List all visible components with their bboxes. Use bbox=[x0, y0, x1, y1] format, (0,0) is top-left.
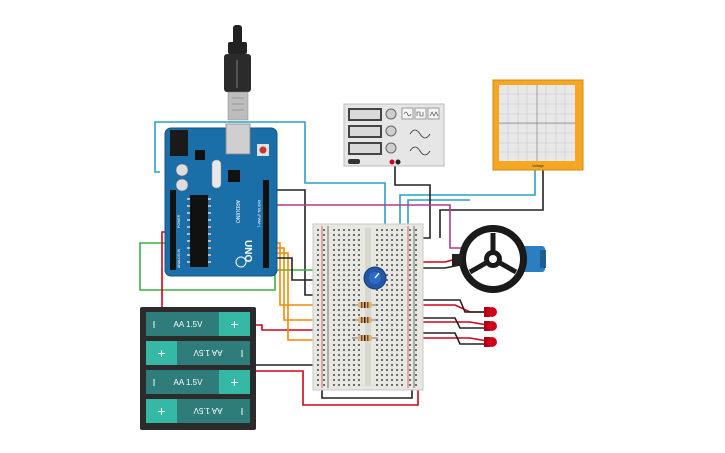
wire-black-led3[interactable] bbox=[400, 332, 487, 345]
wire-black-4[interactable] bbox=[272, 257, 318, 281]
battery-cell-3[interactable]: + I AA 1.5V bbox=[146, 370, 250, 394]
arduino-brand-text: ARDUINO bbox=[234, 200, 240, 223]
battery-plus-symbol: + bbox=[230, 374, 238, 390]
usb-cable[interactable] bbox=[224, 25, 251, 121]
battery-cell-2[interactable]: + I AA 1.5V bbox=[146, 341, 250, 365]
oscilloscope[interactable]: Voltage bbox=[492, 79, 584, 171]
battery-plus-symbol: + bbox=[157, 403, 165, 419]
potentiometer[interactable] bbox=[363, 266, 387, 290]
fg-wave-display-2 bbox=[409, 146, 431, 156]
resistors bbox=[352, 302, 378, 341]
battery-minus-symbol: I bbox=[241, 407, 244, 418]
arduino-infinity-logo bbox=[235, 256, 247, 268]
wire-black-led2[interactable] bbox=[400, 317, 487, 329]
battery-minus-symbol: I bbox=[153, 378, 156, 389]
wire-black-scope[interactable] bbox=[439, 170, 544, 238]
battery-plus-symbol: + bbox=[157, 345, 165, 361]
wire-purple[interactable] bbox=[272, 204, 470, 249]
battery-pack[interactable]: + I AA 1.5V + I AA 1.5V + I AA 1.5V + I AA 1.5V bbox=[140, 307, 256, 430]
fg-terminal-negative[interactable] bbox=[389, 159, 395, 165]
resistor-3[interactable] bbox=[352, 335, 378, 341]
battery-plus-symbol: + bbox=[230, 316, 238, 332]
breadboard-holes bbox=[317, 229, 417, 386]
wire-red-battery[interactable] bbox=[255, 370, 419, 406]
arduino-uno-board[interactable]: UNO ARDUINO POWER ANALOG IN DIGITAL (PWM… bbox=[164, 123, 278, 277]
fg-terminal-positive[interactable] bbox=[395, 159, 401, 165]
fg-knob-2[interactable] bbox=[385, 125, 397, 137]
square-wave-button[interactable] bbox=[414, 107, 427, 120]
arduino-digital-label: DIGITAL (PWM~) bbox=[257, 200, 261, 227]
led-3[interactable] bbox=[484, 337, 497, 347]
wire-black-fg[interactable] bbox=[394, 163, 431, 239]
battery-minus-symbol: I bbox=[241, 349, 244, 360]
battery-cell-label: AA 1.5V bbox=[174, 378, 204, 387]
battery-cell-label: AA 1.5V bbox=[174, 320, 204, 329]
oscilloscope-label: Voltage bbox=[532, 164, 544, 168]
arduino-analog-label: ANALOG IN bbox=[177, 248, 181, 268]
battery-cell-1[interactable]: + I AA 1.5V bbox=[146, 312, 250, 336]
servo-motor[interactable] bbox=[452, 225, 546, 293]
wire-blue-scope-2[interactable] bbox=[407, 199, 470, 232]
battery-cell-4[interactable]: + I AA 1.5V bbox=[146, 399, 250, 423]
fg-power-switch[interactable] bbox=[348, 159, 360, 164]
battery-cell-label: AA 1.5V bbox=[193, 406, 223, 415]
function-generator[interactable] bbox=[343, 103, 445, 167]
led-1[interactable] bbox=[484, 307, 497, 317]
wire-blue-top[interactable] bbox=[154, 121, 386, 232]
led-2[interactable] bbox=[484, 321, 497, 331]
battery-minus-symbol: I bbox=[153, 320, 156, 331]
fg-knob-3[interactable] bbox=[385, 142, 397, 154]
leds bbox=[484, 307, 497, 347]
wire-blue-scope[interactable] bbox=[399, 170, 536, 232]
arduino-uno-logo: UNO bbox=[242, 240, 253, 262]
wire-black-led1[interactable] bbox=[400, 299, 487, 313]
fg-wave-display-1 bbox=[409, 129, 431, 139]
battery-cell-label: AA 1.5V bbox=[193, 348, 223, 357]
fg-knob-1[interactable] bbox=[385, 108, 397, 120]
resistor-2[interactable] bbox=[352, 317, 378, 323]
triangle-wave-button[interactable] bbox=[427, 107, 440, 120]
arduino-power-label: POWER bbox=[177, 214, 181, 228]
resistor-1[interactable] bbox=[352, 302, 378, 308]
